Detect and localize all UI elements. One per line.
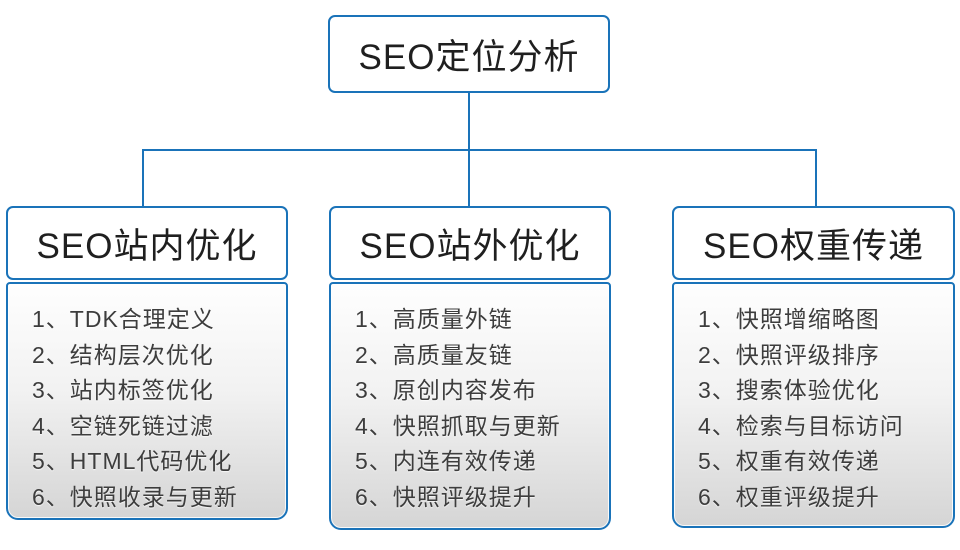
list-item: 3、搜索体验优化 [698, 377, 880, 403]
connector-root-vertical [468, 91, 470, 206]
branch-offsite-header: SEO站外优化 [329, 206, 611, 280]
branch-onsite-list: 1、TDK合理定义 2、结构层次优化 3、站内标签优化 4、空链死链过滤 5、H… [6, 282, 288, 520]
list-item: 5、权重有效传递 [698, 448, 880, 474]
list-item: 1、TDK合理定义 [32, 306, 215, 332]
branch-offsite-list: 1、高质量外链 2、高质量友链 3、原创内容发布 4、快照抓取与更新 5、内连有… [329, 282, 611, 530]
list-item: 2、高质量友链 [355, 341, 513, 368]
list-item: 2、结构层次优化 [32, 341, 214, 368]
list-item: 5、HTML代码优化 [32, 448, 233, 474]
branch-weight-header: SEO权重传递 [672, 206, 955, 280]
branch-offsite: SEO站外优化 1、高质量外链 2、高质量友链 3、原创内容发布 4、快照抓取与… [329, 206, 611, 530]
list-item: 5、内连有效传递 [355, 448, 537, 474]
connector-right-drop [815, 149, 817, 206]
list-item: 3、站内标签优化 [32, 377, 214, 403]
list-item: 6、快照评级提升 [355, 483, 537, 510]
branch-onsite: SEO站内优化 1、TDK合理定义 2、结构层次优化 3、站内标签优化 4、空链… [6, 206, 288, 520]
list-item: 2、快照评级排序 [698, 341, 880, 368]
list-item: 4、检索与目标访问 [698, 412, 904, 439]
list-item: 1、高质量外链 [355, 306, 513, 332]
connector-horizontal [142, 149, 817, 151]
branch-onsite-title: SEO站内优化 [36, 226, 258, 266]
branch-weight: SEO权重传递 1、快照增缩略图 2、快照评级排序 3、搜索体验优化 4、检索与… [672, 206, 955, 528]
root-node-label: SEO定位分析 [358, 37, 580, 77]
list-item: 6、权重评级提升 [698, 483, 880, 510]
list-item: 3、原创内容发布 [355, 377, 537, 403]
list-item: 4、空链死链过滤 [32, 412, 214, 439]
list-item: 1、快照增缩略图 [698, 306, 880, 332]
list-item: 6、快照收录与更新 [32, 483, 238, 510]
connector-left-drop [142, 149, 144, 206]
branch-offsite-title: SEO站外优化 [359, 226, 581, 266]
root-node: SEO定位分析 [328, 15, 610, 93]
branch-weight-list: 1、快照增缩略图 2、快照评级排序 3、搜索体验优化 4、检索与目标访问 5、权… [672, 282, 955, 528]
list-item: 4、快照抓取与更新 [355, 412, 561, 439]
branch-onsite-header: SEO站内优化 [6, 206, 288, 280]
branch-weight-title: SEO权重传递 [703, 226, 924, 266]
